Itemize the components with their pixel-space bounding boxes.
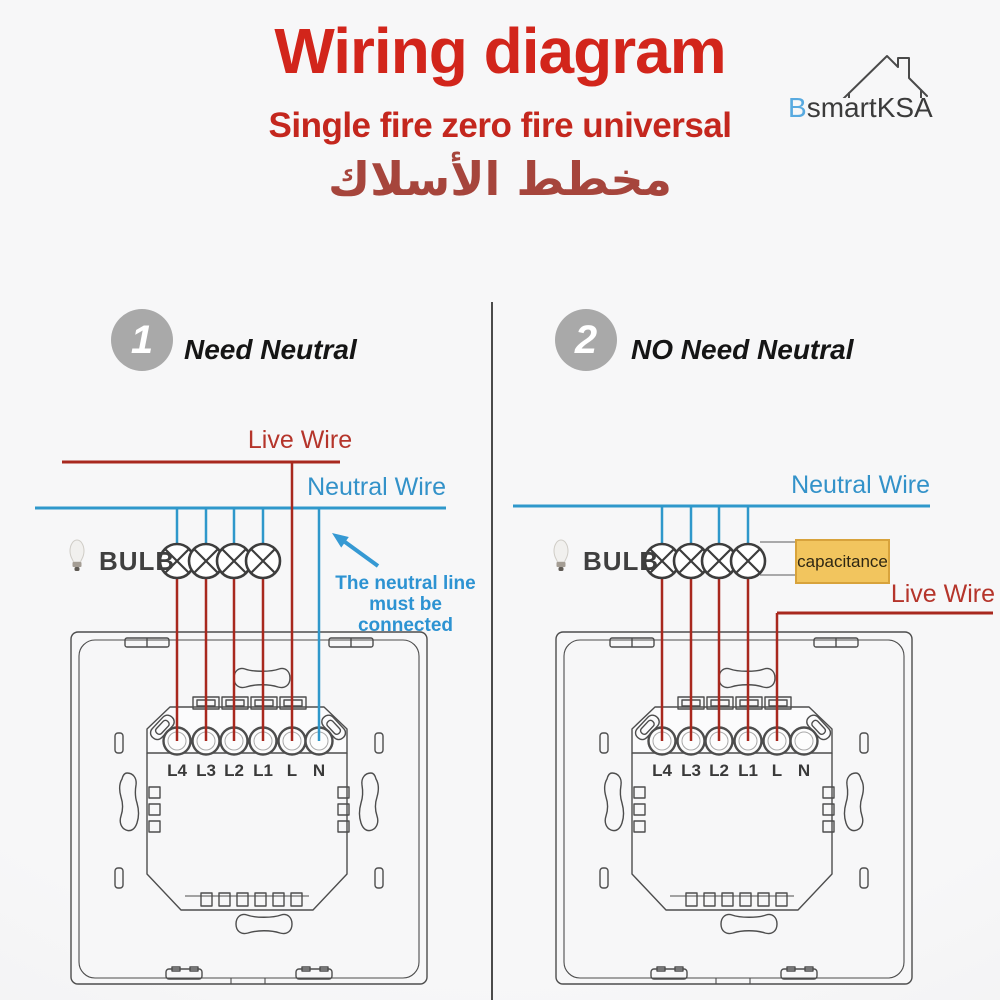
terminal-label: N — [313, 761, 325, 780]
panel-heading-1: Need Neutral — [184, 334, 357, 365]
neutral-note-line1: The neutral line — [335, 573, 476, 594]
lamp-symbol — [678, 548, 704, 574]
terminal-label: L — [772, 761, 782, 780]
step-number-2: 2 — [574, 317, 598, 362]
terminal-label: L — [287, 761, 297, 780]
terminal-label: N — [798, 761, 810, 780]
panel-heading-2: NO Need Neutral — [631, 334, 854, 365]
lamp-symbol — [164, 548, 190, 574]
terminal-label: L2 — [224, 761, 244, 780]
bulb-icon — [558, 567, 564, 571]
neutral-wire-label-2: Neutral Wire — [791, 471, 930, 499]
terminal-label: L4 — [167, 761, 187, 780]
brand-logo: BsmartKSA — [788, 92, 998, 124]
terminal-label: L3 — [681, 761, 701, 780]
lamp-symbol — [706, 548, 732, 574]
logo-name: smartKSA — [806, 92, 933, 123]
bulb-icon — [69, 539, 85, 563]
lamp-symbol — [221, 548, 247, 574]
house-icon — [842, 55, 928, 98]
bulb-icon — [553, 539, 569, 563]
bulb-icon — [556, 562, 566, 567]
logo-letter-b: B — [788, 92, 807, 123]
panel-divider-line — [491, 302, 493, 1000]
step-number-1: 1 — [130, 317, 154, 362]
terminal-label: L3 — [196, 761, 216, 780]
live-wire-label-1: Live Wire — [247, 426, 353, 454]
bulb-label-2: BULB — [583, 546, 660, 576]
lamp-symbol — [649, 548, 675, 574]
neutral-note-line2: must be connected — [357, 594, 454, 636]
lamp-symbol — [735, 548, 761, 574]
live-wire-label-2: Live Wire — [890, 580, 995, 608]
terminal-label: L4 — [652, 761, 672, 780]
step-circle-1: 1 — [111, 309, 173, 371]
capacitance-label: capacitance — [797, 551, 888, 571]
step-circle-2: 2 — [555, 309, 617, 371]
page-title: Wiring diagram — [274, 15, 726, 87]
neutral-note: The neutral line must be connected — [328, 573, 483, 636]
terminal-label: L1 — [738, 761, 758, 780]
bulb-icon — [74, 567, 80, 571]
lamp-symbol — [193, 548, 219, 574]
bulb-label-1: BULB — [99, 546, 176, 576]
neutral-wire-label-1: Neutral Wire — [307, 473, 446, 501]
page-subtitle-arabic: مخطط الأسلاك — [327, 152, 673, 206]
bulb-icon — [72, 562, 82, 567]
terminal-label: L2 — [709, 761, 729, 780]
capacitance-box: capacitance — [795, 539, 890, 584]
page-subtitle: Single fire zero fire universal — [268, 106, 733, 145]
terminal-label: L1 — [253, 761, 273, 780]
lamp-symbol — [250, 548, 276, 574]
note-arrow-icon — [332, 533, 349, 548]
note-arrow-icon — [343, 540, 380, 568]
